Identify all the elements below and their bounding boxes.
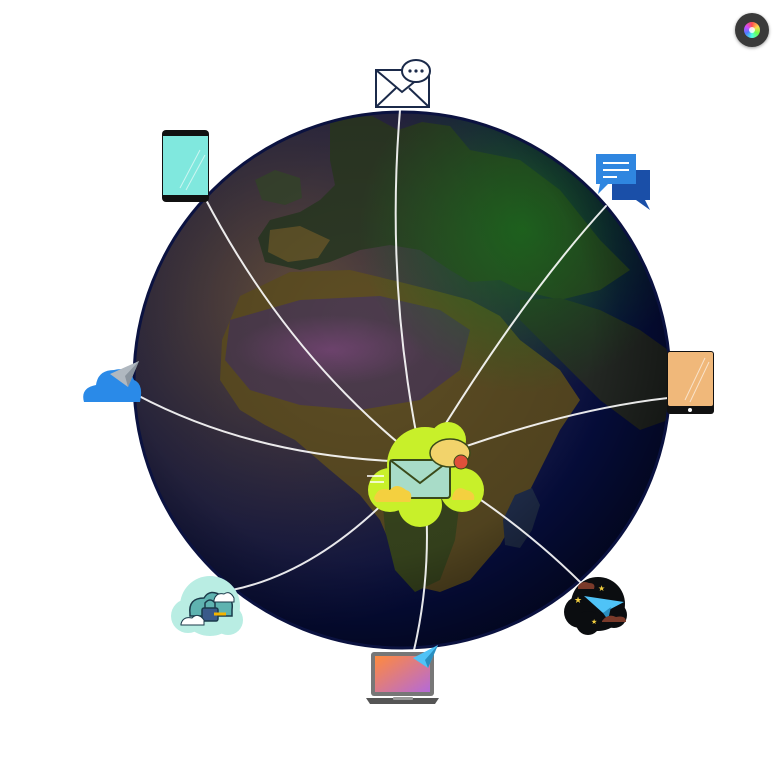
globe: [132, 110, 672, 650]
svg-text:★: ★: [574, 596, 582, 606]
svg-text:★: ★: [598, 584, 605, 593]
cloud-lock-icon[interactable]: [171, 576, 243, 636]
smartphone-icon[interactable]: [162, 130, 209, 202]
color-wheel-icon: [744, 22, 760, 38]
svg-text:★: ★: [591, 618, 597, 626]
link-phone: [204, 197, 423, 463]
email-cloud-hub-icon[interactable]: [367, 422, 484, 527]
laptop-send-icon[interactable]: [366, 645, 439, 704]
color-picker-button[interactable]: [735, 13, 769, 47]
envelope-chat-icon[interactable]: [375, 59, 431, 108]
cloud-paper-plane-icon[interactable]: [83, 361, 142, 402]
night-paper-plane-icon[interactable]: ★ ★ ★: [564, 577, 627, 635]
tablet-icon[interactable]: [667, 351, 714, 414]
link-cloud-send: [136, 394, 423, 463]
connection-links: [136, 109, 669, 651]
link-email: [394, 109, 423, 463]
link-chat: [421, 205, 607, 463]
chat-bubbles-icon[interactable]: [596, 154, 650, 210]
